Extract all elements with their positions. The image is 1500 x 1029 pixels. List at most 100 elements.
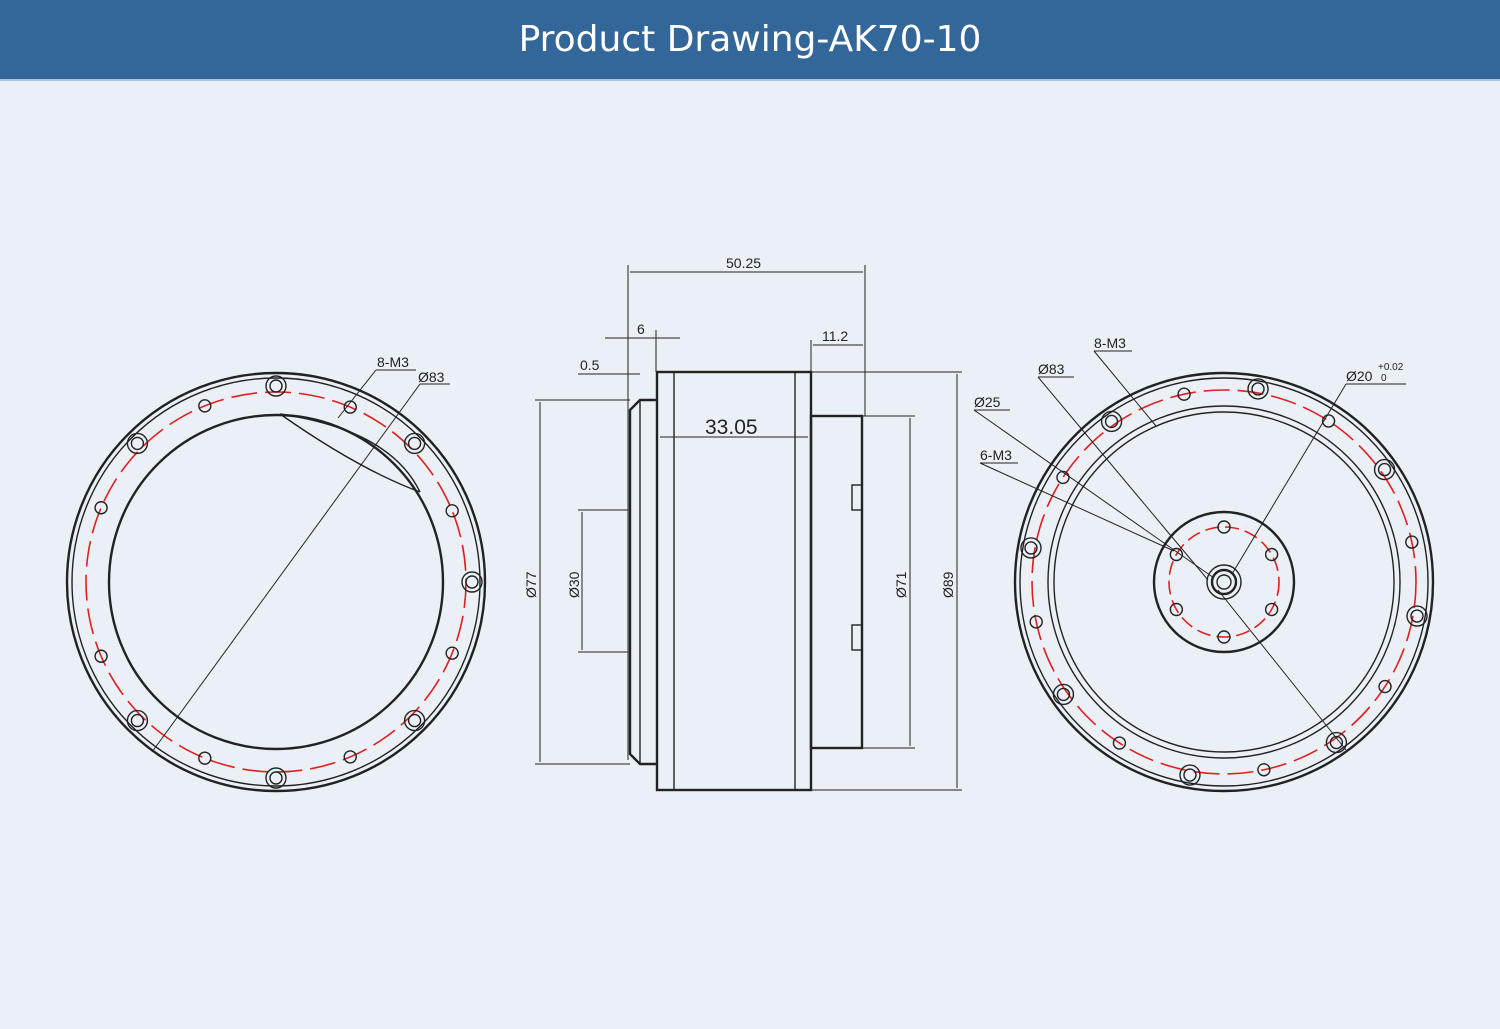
bolt-hole — [94, 501, 108, 515]
bolt-hole — [1100, 410, 1123, 433]
bolt-hole — [1325, 731, 1348, 754]
dim-dia-71: Ø71 — [893, 571, 909, 598]
outer-rim — [65, 371, 487, 793]
inner-opening — [107, 413, 445, 751]
dim-body-length: 33.05 — [705, 416, 758, 439]
bolt-hole — [1217, 630, 1231, 644]
bolt-hole — [1257, 763, 1271, 777]
bolt-hole — [269, 771, 283, 785]
leader — [973, 409, 1215, 579]
rear-view: 8-M3 Ø83 Ø25 6-M3 Ø20 +0.02 0 — [973, 335, 1435, 793]
hub — [1152, 510, 1296, 654]
bolt-hole — [1024, 541, 1038, 555]
rear-pcd-label: Ø83 — [1038, 361, 1065, 377]
bolt-hole — [1177, 387, 1191, 401]
bolt-hole — [1112, 736, 1127, 750]
connector — [851, 624, 863, 651]
bolt-hole — [1405, 535, 1419, 549]
dim-flange-width: 6 — [637, 321, 645, 337]
cutout-edge — [279, 413, 421, 493]
dim-dia-30: Ø30 — [566, 571, 582, 598]
bolt-hole — [343, 400, 357, 414]
bolt-hole — [1321, 414, 1336, 428]
bolt-hole — [1251, 382, 1265, 396]
outer-rim — [1013, 371, 1435, 793]
rear-hub-bolt-label: 6-M3 — [980, 447, 1012, 463]
dim-offset: 0.5 — [580, 357, 600, 373]
dim-rear-length: 11.2 — [822, 328, 848, 344]
bolt-hole — [198, 399, 212, 413]
bolt-hole — [465, 575, 479, 589]
outer-rim-inner — [1019, 377, 1429, 787]
bolt-hole — [198, 751, 212, 765]
shaft — [1210, 568, 1238, 596]
rear-hub-label: Ø25 — [974, 394, 1001, 410]
leader — [979, 462, 1175, 552]
bolt-hole — [1052, 683, 1075, 706]
bolt-hole — [265, 767, 287, 789]
bolt-hole — [1056, 687, 1071, 702]
tolerance-upper: +0.02 — [1378, 362, 1404, 373]
bolt-hole — [1378, 679, 1392, 694]
bolt-hole — [1406, 605, 1428, 627]
inner-ring-2 — [1053, 411, 1395, 753]
outer-rim-inner — [71, 377, 481, 787]
dim-overall-length: 50.25 — [726, 255, 761, 271]
dim-dia-89: Ø89 — [940, 571, 956, 598]
bolt-hole — [1217, 520, 1231, 534]
hub-pitch-circle — [1168, 526, 1280, 638]
cutout-edge-2 — [279, 413, 421, 493]
title-bar: Product Drawing-AK70-10 — [0, 0, 1500, 81]
bolt-hole — [445, 504, 459, 518]
bolt-hole — [265, 375, 287, 397]
connector — [851, 484, 863, 511]
bolt-hole — [403, 432, 426, 455]
bolt-hole — [1410, 609, 1424, 623]
bolt-hole — [269, 379, 283, 393]
bolt-hole — [1020, 537, 1042, 559]
bolt-holes — [94, 375, 483, 789]
pitch-circle — [1031, 389, 1417, 775]
hub-bolt-holes — [1169, 520, 1279, 644]
shaft-bore — [1216, 574, 1232, 590]
bolt-hole — [126, 709, 149, 732]
leader — [1231, 383, 1347, 575]
bolt-hole — [126, 432, 149, 455]
diameter-leader — [151, 383, 421, 753]
bolt-hole — [1264, 602, 1279, 617]
bolt-holes — [1020, 378, 1428, 786]
front-flange — [628, 398, 657, 766]
rear-bolt-label: 8-M3 — [1094, 335, 1126, 351]
bolt-hole — [1169, 547, 1184, 562]
bolt-hole — [343, 750, 357, 764]
bolt-hole — [1329, 735, 1344, 750]
inner-ring — [1047, 405, 1401, 759]
front-pcd-label: Ø83 — [418, 369, 445, 385]
bolt-hole — [130, 713, 145, 728]
bolt-hole — [407, 713, 422, 728]
front-view: 8-M3 Ø83 — [65, 354, 487, 793]
leader — [1217, 589, 1347, 751]
front-bolt-label: 8-M3 — [377, 354, 409, 370]
rear-cap — [809, 414, 864, 750]
side-view: 50.25 6 0.5 11.2 33.05 Ø77 Ø30 Ø71 Ø89 — [523, 255, 962, 792]
rear-shaft-label: Ø20 — [1346, 368, 1373, 384]
bolt-hole — [94, 649, 108, 663]
bolt-hole — [1373, 458, 1396, 481]
bolt-hole — [403, 709, 426, 732]
bolt-hole — [1104, 414, 1119, 429]
leader — [1093, 350, 1157, 427]
leader — [1037, 376, 1209, 581]
bolt-hole — [1183, 768, 1197, 782]
bolt-hole — [1264, 547, 1279, 562]
bolt-hole — [130, 436, 145, 451]
bolt-hole — [407, 436, 422, 451]
bolt-hole — [1377, 462, 1392, 477]
bolt-hole — [1247, 378, 1269, 400]
bolt-hole — [1169, 602, 1184, 617]
bolt-hole — [1179, 764, 1201, 786]
bolt-hole — [1029, 615, 1043, 629]
bolt-hole — [1056, 470, 1070, 485]
bolt-hole — [461, 571, 483, 593]
